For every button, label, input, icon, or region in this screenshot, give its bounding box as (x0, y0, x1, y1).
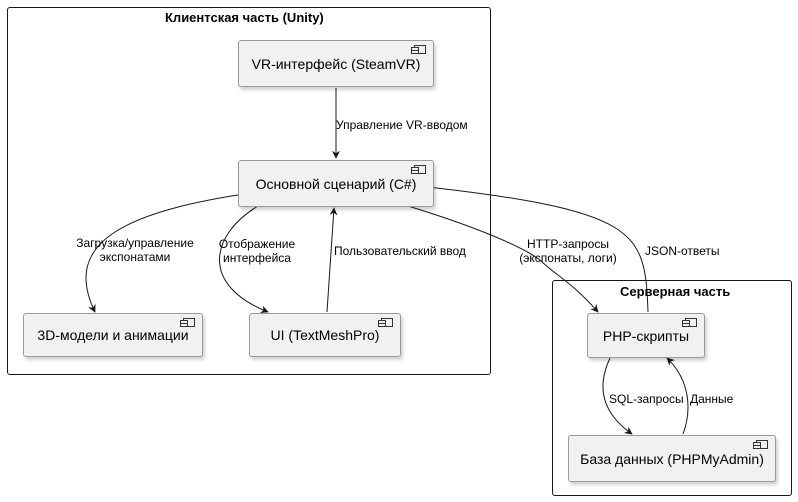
edge-label-vr-control: Управление VR-вводом (336, 118, 468, 132)
component-icon (411, 165, 426, 174)
edge-main-php (407, 205, 599, 313)
component-php-scripts[interactable]: PHP-скрипты (587, 313, 705, 358)
component-label: UI (TextMeshPro) (270, 327, 380, 343)
edge-label-line: Загрузка/управление (76, 236, 194, 250)
component-icon (411, 45, 426, 54)
component-label: База данных (PHPMyAdmin) (580, 450, 764, 467)
component-label: Основной сценарий (C#) (255, 175, 417, 192)
edge-label-display-ui: Отображение интерфейса (214, 237, 300, 265)
edge-label-line: (экспонаты, логи) (519, 251, 617, 265)
component-label: 3D-модели и анимации (37, 327, 189, 343)
component-vr-interface[interactable]: VR-интерфейс (SteamVR) (238, 40, 434, 87)
edge-ui-main (326, 207, 338, 313)
client-frame (7, 7, 491, 375)
edge-label-line: интерфейса (223, 251, 291, 265)
component-icon (753, 440, 768, 449)
edge-label-data: Данные (690, 392, 734, 406)
edge-php-db (602, 357, 633, 435)
component-icon (682, 318, 697, 327)
edge-label-line: экспонатами (99, 250, 171, 264)
edge-php-main (409, 181, 649, 313)
edge-label-line: Отображение (218, 237, 296, 251)
component-ui-textmeshpro[interactable]: UI (TextMeshPro) (249, 313, 401, 357)
edge-main-models (85, 191, 259, 313)
edge-label-http-requests: HTTP-запросы (экспонаты, логи) (508, 237, 628, 265)
edge-label-user-input: Пользовательский ввод (334, 244, 466, 258)
component-main-script[interactable]: Основной сценарий (C#) (238, 160, 434, 207)
server-frame (552, 280, 792, 496)
component-3d-models[interactable]: 3D-модели и анимации (23, 313, 203, 357)
edge-label-load-manage: Загрузка/управление экспонатами (70, 236, 200, 264)
component-icon (378, 318, 393, 327)
edge-label-json-responses: JSON-ответы (645, 244, 720, 258)
edge-db-php (666, 357, 689, 435)
component-database[interactable]: База данных (PHPMyAdmin) (568, 435, 776, 482)
component-label: PHP-скрипты (602, 327, 690, 344)
component-icon (180, 318, 195, 327)
edge-label-sql-requests: SQL-запросы (609, 392, 684, 406)
client-frame-title: Клиентская часть (Unity) (165, 10, 324, 25)
edge-label-line: HTTP-запросы (527, 237, 609, 251)
component-label: VR-интерфейс (SteamVR) (251, 55, 421, 72)
edge-main-ui (219, 205, 269, 314)
